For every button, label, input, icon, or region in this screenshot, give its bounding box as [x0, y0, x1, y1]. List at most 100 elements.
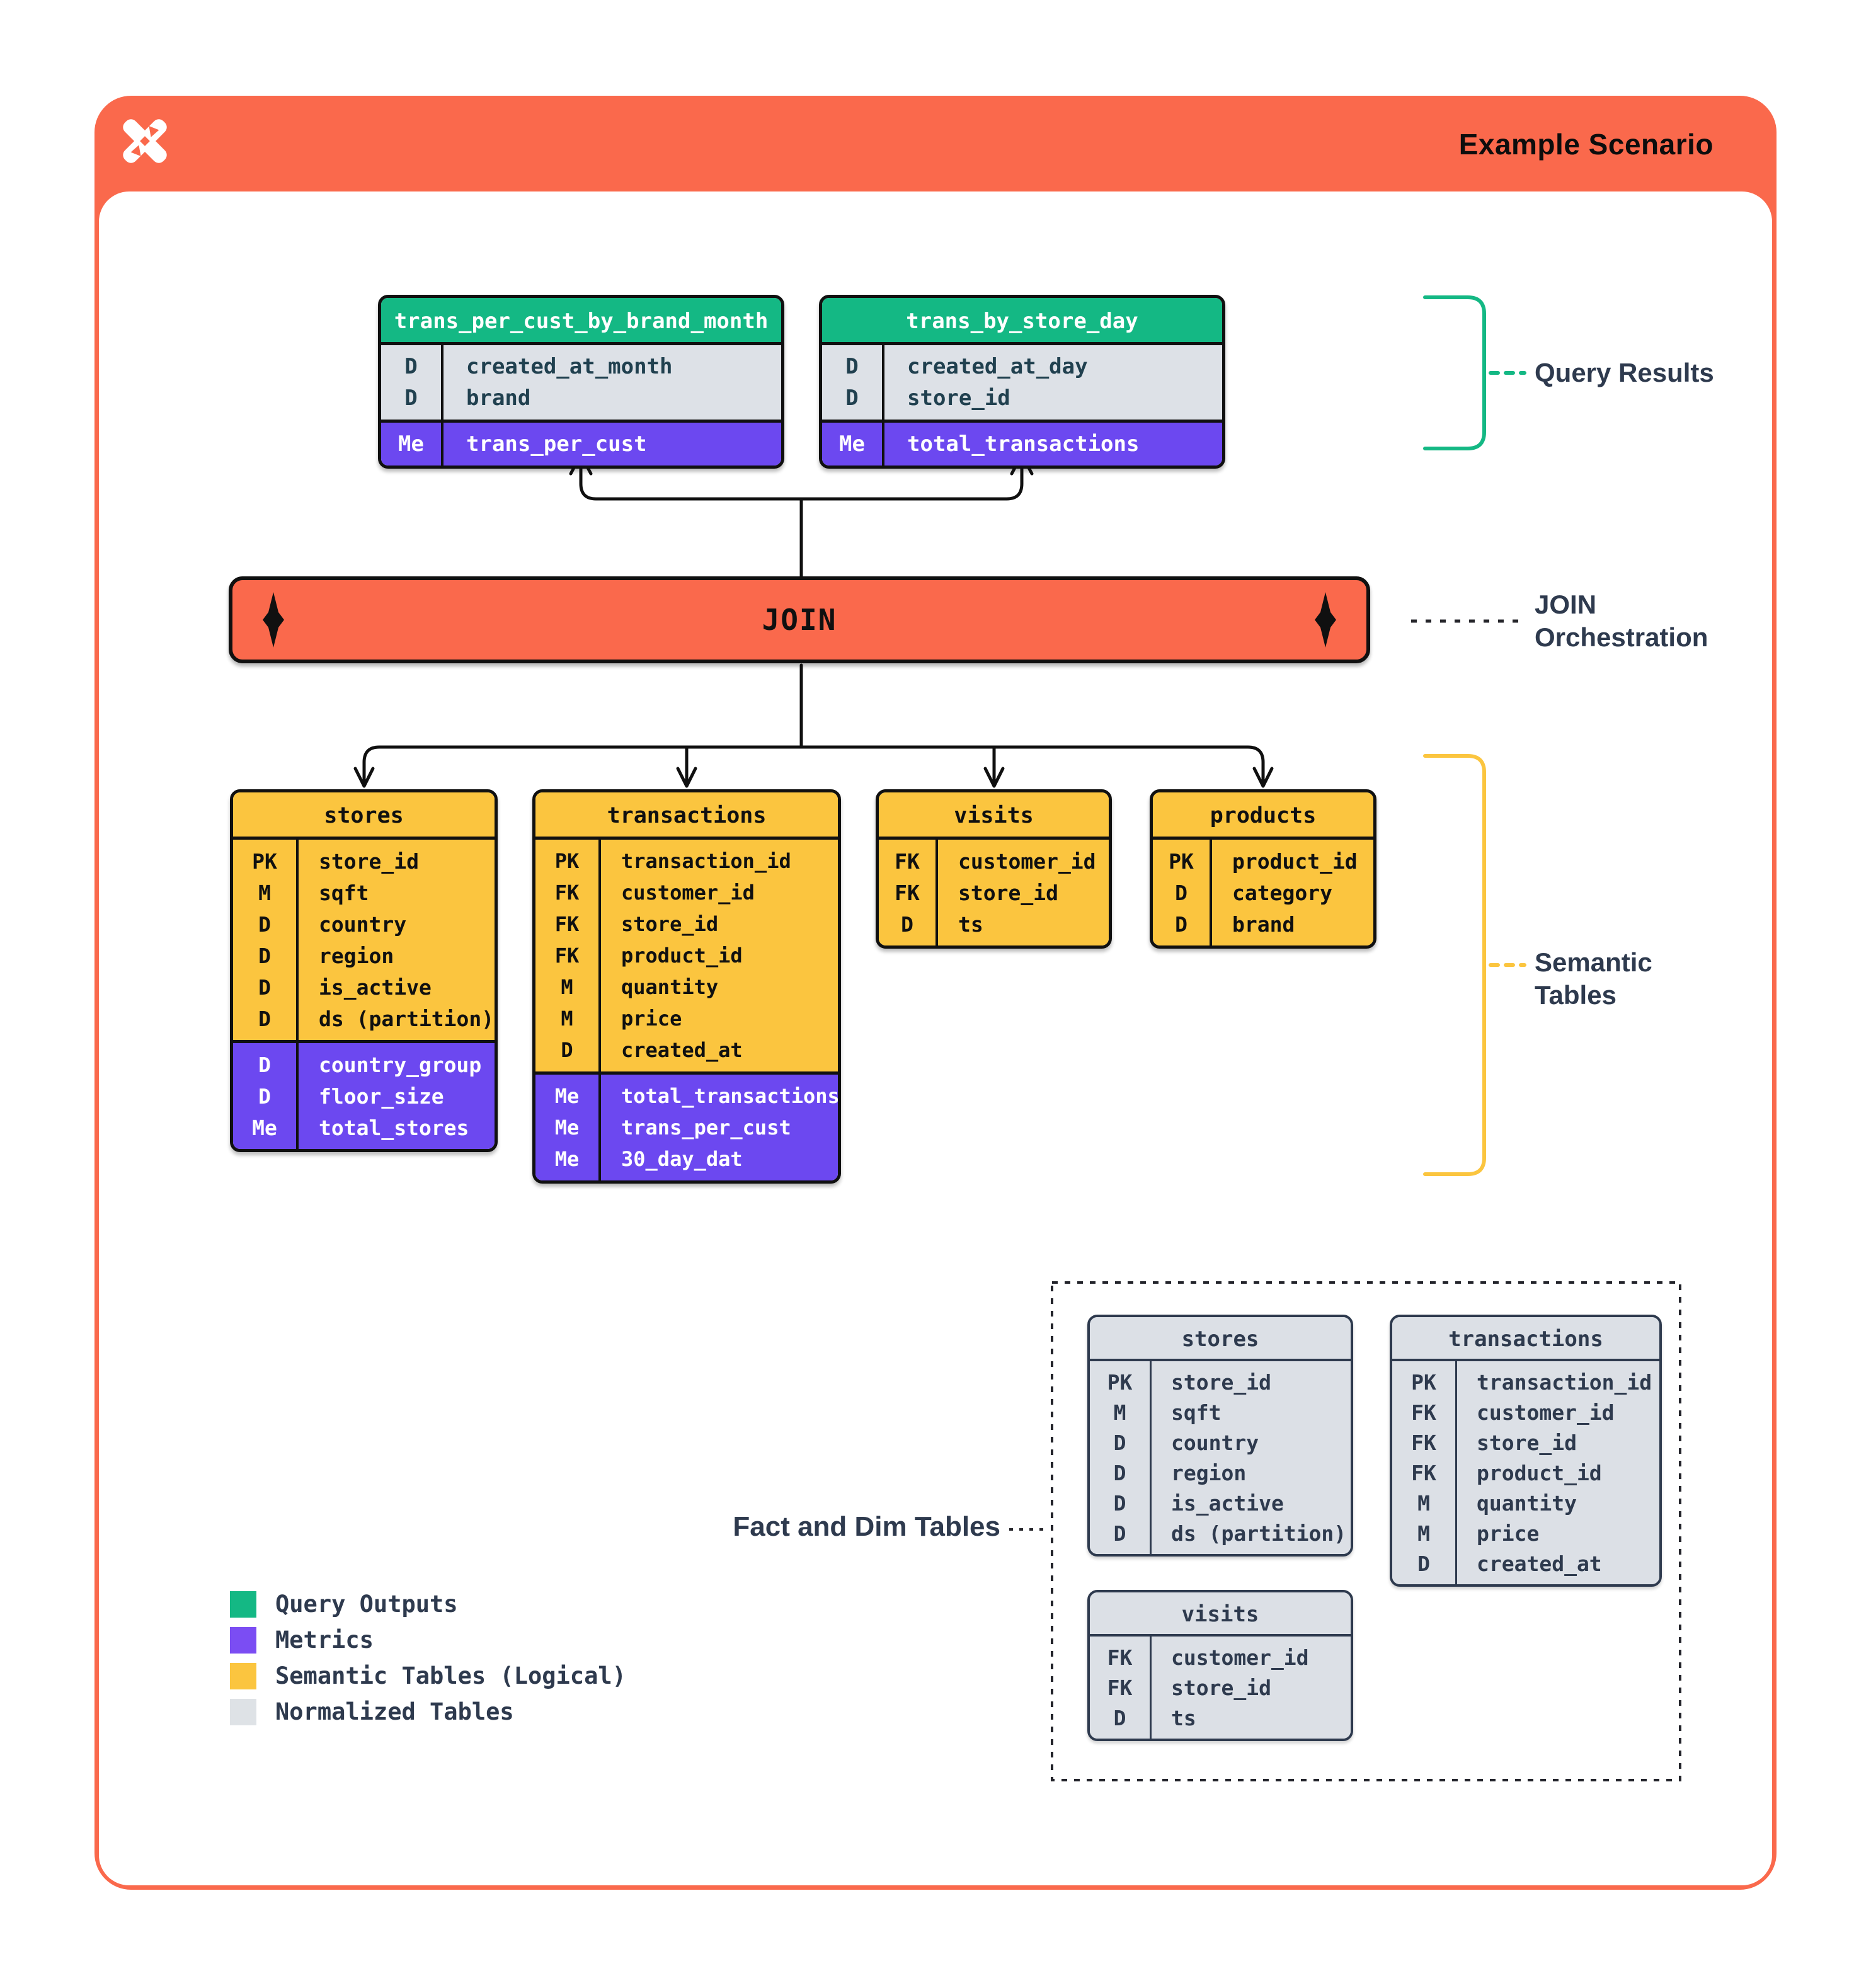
field-type: D [845, 386, 859, 411]
field-name: customer_id [1477, 1400, 1615, 1425]
field-type: D [404, 354, 418, 379]
field-name: created_at_month [466, 354, 673, 379]
query-results-label: Query Results [1535, 358, 1714, 387]
field-type: D [1113, 1705, 1126, 1730]
legend-label: Semantic Tables (Logical) [275, 1662, 626, 1689]
legend-label: Metrics [275, 1626, 374, 1654]
legend-item: Metrics [230, 1622, 626, 1658]
legend-label: Normalized Tables [275, 1698, 514, 1725]
field-name: brand [1232, 911, 1295, 937]
field-type: M [561, 1007, 573, 1031]
field-type: D [561, 1038, 573, 1062]
table-title: visits [1090, 1592, 1351, 1637]
field-type: D [1113, 1521, 1126, 1546]
diamond-icon [263, 592, 284, 648]
field-type: D [258, 1052, 271, 1077]
field-name: region [1171, 1460, 1247, 1485]
legend-swatch-icon [230, 1698, 256, 1725]
field-type: FK [554, 912, 580, 936]
field-type: D [845, 354, 859, 379]
field-type: M [258, 880, 271, 905]
field-type: D [901, 911, 913, 937]
table-title: stores [233, 792, 495, 840]
legend-swatch-icon [230, 1591, 256, 1618]
field-name: created_at [1477, 1551, 1602, 1576]
field-name: store_id [319, 848, 419, 874]
field-name: ds (partition) [319, 1006, 495, 1031]
table-title: visits [879, 792, 1109, 840]
field-name: brand [466, 386, 531, 411]
field-name: ds (partition) [1171, 1521, 1347, 1546]
field-name: total_transactions [621, 1084, 840, 1108]
field-name: quantity [1477, 1490, 1577, 1516]
field-type: M [1417, 1490, 1430, 1516]
diamond-icon [1315, 592, 1336, 648]
field-type: FK [554, 881, 580, 905]
field-name: sqft [319, 880, 369, 905]
legend-swatch-icon [230, 1626, 256, 1654]
field-type: M [1113, 1400, 1126, 1425]
field-type: D [1113, 1490, 1126, 1516]
field-name: country [1171, 1430, 1259, 1455]
field-name: is_active [319, 974, 432, 1000]
pinwheel-x-logo [123, 119, 167, 163]
join-label: JOIN [762, 603, 837, 637]
field-name: store_id [1477, 1430, 1577, 1455]
table-title: stores [1090, 1317, 1351, 1361]
field-type: M [561, 975, 573, 999]
fact-dim-tables-label: Fact and Dim Tables [733, 1511, 1000, 1542]
field-name: price [621, 1007, 682, 1031]
field-type: Me [554, 1116, 580, 1140]
field-name: product_id [621, 944, 743, 968]
semantic-tables-label: Semantic Tables [1535, 947, 1652, 1010]
field-name: store_id [958, 880, 1058, 905]
legend-label: Query Outputs [275, 1591, 458, 1618]
field-type: D [1175, 880, 1187, 905]
field-type: D [1175, 911, 1187, 937]
field-name: category [1232, 880, 1332, 905]
field-type: D [1113, 1460, 1126, 1485]
field-type: Me [554, 1147, 580, 1171]
field-type: Me [252, 1115, 277, 1140]
table-title: trans_by_store_day [822, 298, 1222, 345]
field-name: region [319, 943, 394, 968]
field-name: trans_per_cust [466, 431, 647, 457]
field-type: FK [1107, 1675, 1133, 1700]
field-type: D [404, 386, 418, 411]
field-type: D [1417, 1551, 1430, 1576]
field-name: total_transactions [907, 431, 1140, 457]
